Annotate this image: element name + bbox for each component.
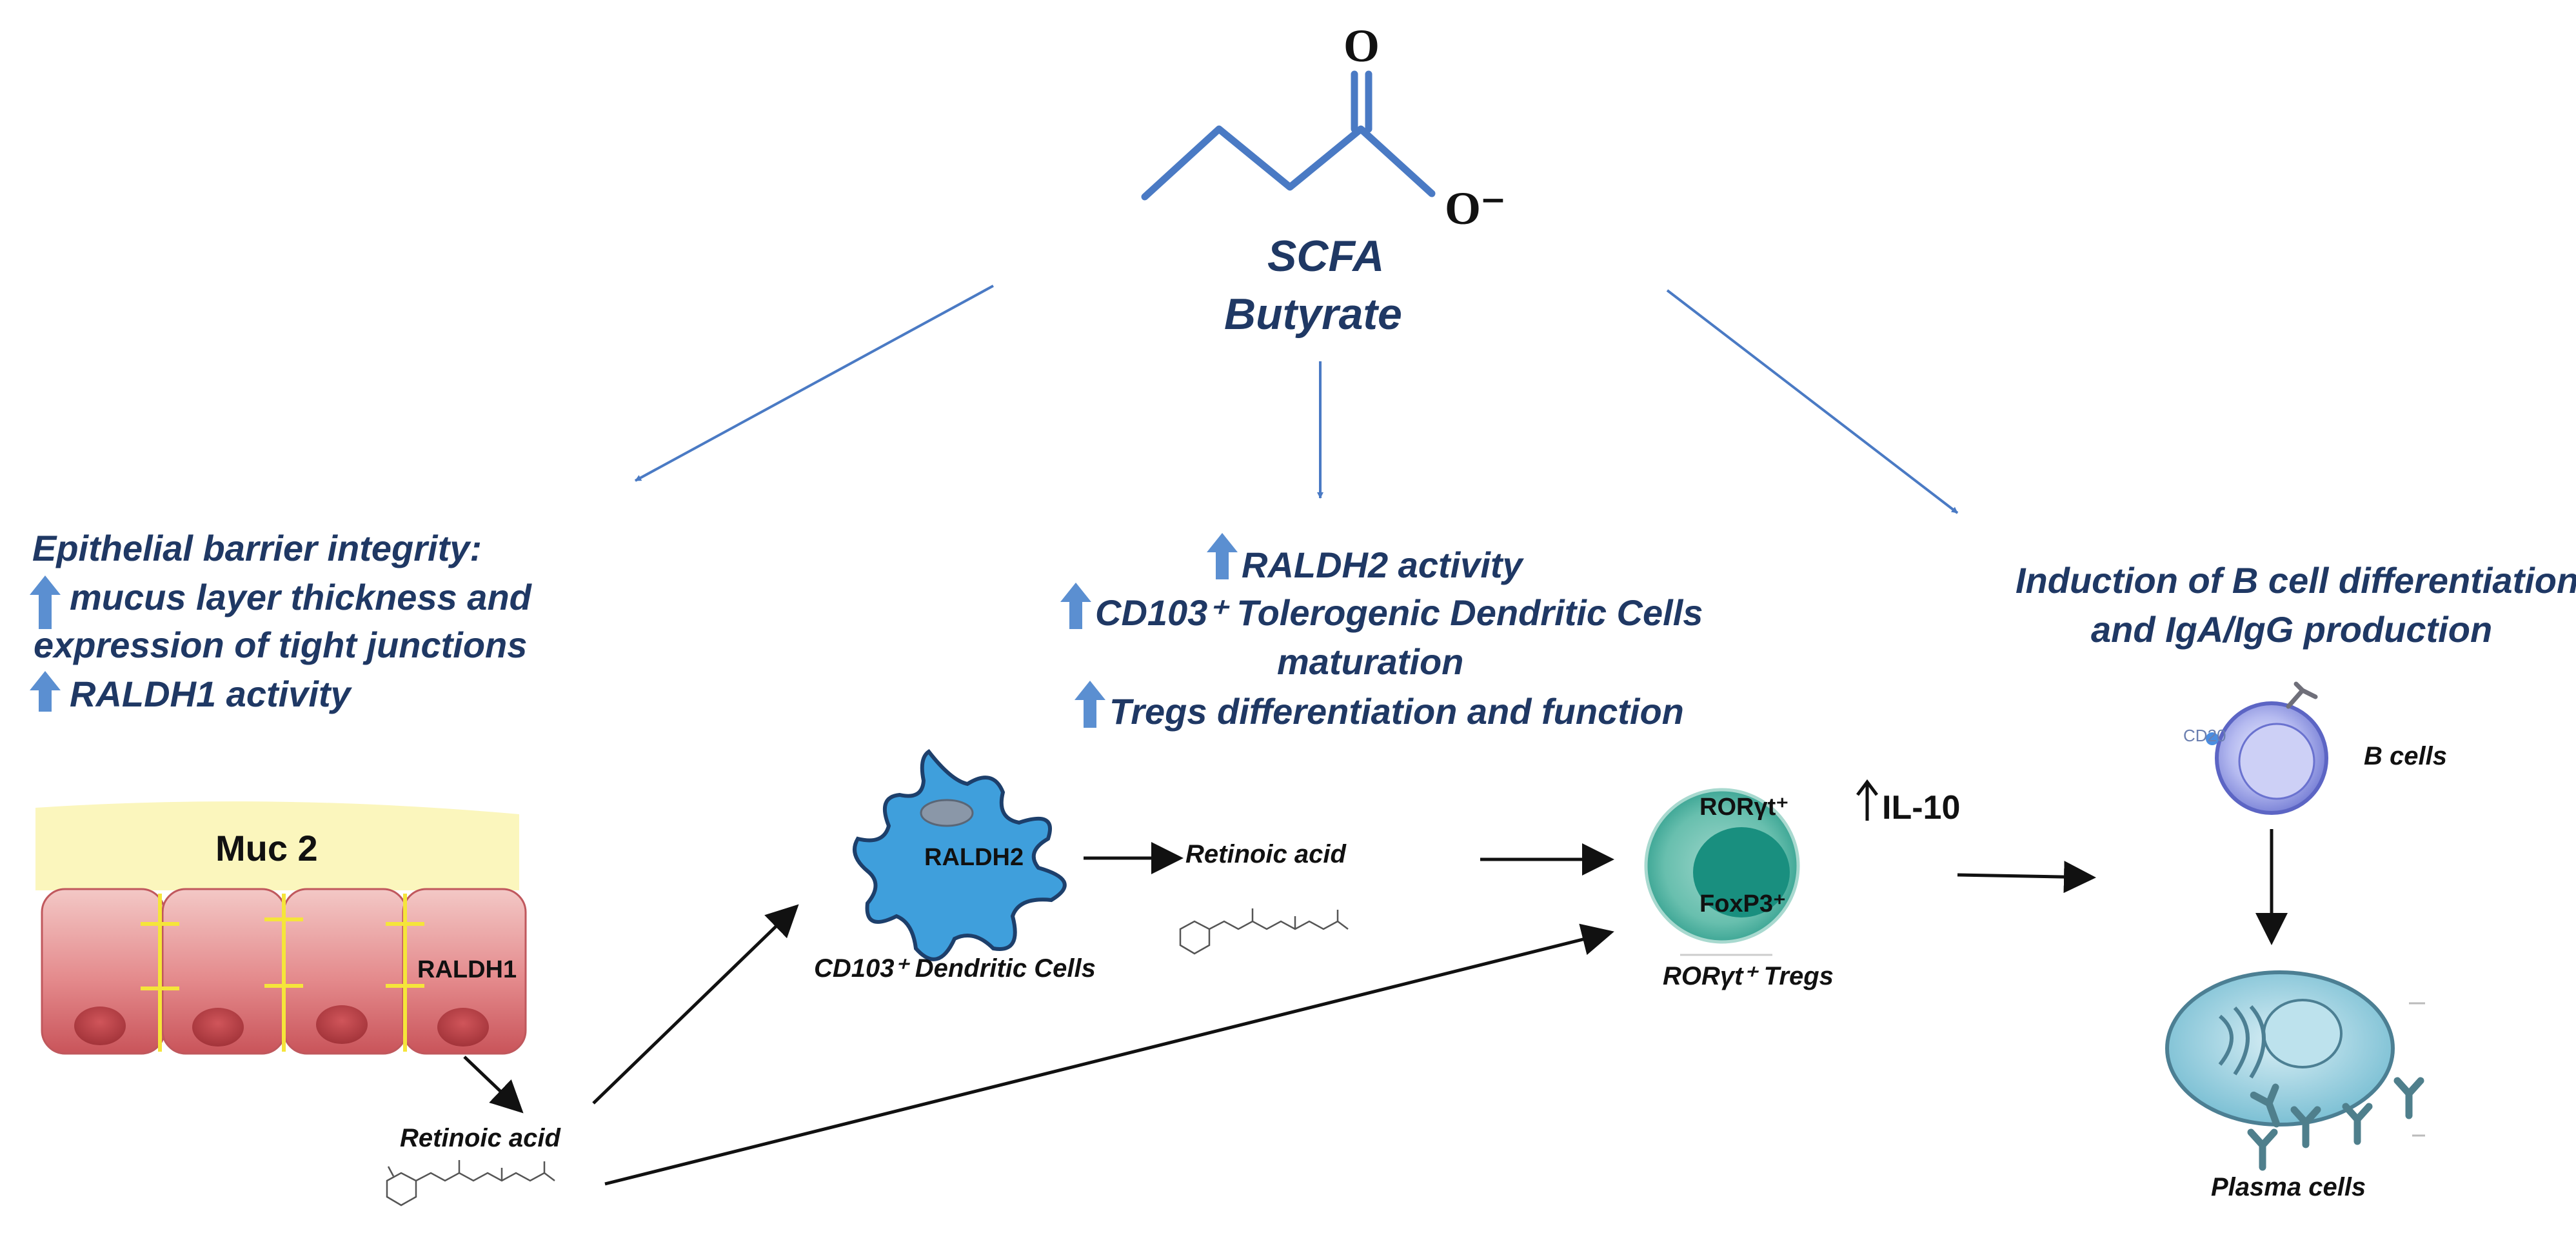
plasma-cell-label: Plasma cells: [2211, 1173, 2366, 1201]
raldh2-label: RALDH2: [924, 844, 1024, 871]
bcell-induction-line2: and IgA/IgG production: [2091, 609, 2493, 650]
cd20-label: CD20: [2183, 726, 2226, 745]
retinoic-acid-label-center: Retinoic acid: [1185, 840, 1346, 868]
epithelial-layer: [41, 888, 527, 1055]
b-cell: [2206, 681, 2328, 815]
epithelial-line1: mucus layer thickness and: [70, 577, 531, 617]
butyrate-label: Butyrate: [1224, 290, 1402, 339]
tregs-differentiation: Tregs differentiation and function: [1109, 691, 1684, 732]
arrow-treg-to-bcell: [1957, 861, 2096, 894]
butyrate-molecule: [1141, 70, 1436, 201]
mucus-layer: [35, 801, 519, 890]
retinoic-acid-structure: [1179, 908, 1349, 955]
up-arrow-icon: [1856, 779, 1878, 821]
treg-label: RORγt⁺ Tregs: [1663, 962, 1834, 990]
foxp3-marker: FoxP3⁺: [1699, 890, 1787, 917]
arrow-ra-to-treg: [604, 923, 1614, 1186]
oxygen-label: O: [1343, 20, 1380, 72]
oxide-label: O⁻: [1445, 183, 1506, 234]
raldh1-label: RALDH1: [417, 956, 517, 983]
arrow-raldh1-to-ra: [463, 1056, 524, 1114]
up-arrow-icon: [30, 576, 61, 629]
rorgt-marker: RORγt⁺: [1699, 794, 1789, 821]
up-arrow-icon: [1207, 533, 1238, 579]
plasma-cell: [2165, 970, 2425, 1167]
arrow-to-bcell: [1666, 289, 1959, 514]
arrow-ra-to-dc: [592, 904, 799, 1105]
raldh2-activity: RALDH2 activity: [1242, 545, 1523, 585]
up-arrow-icon: [1060, 583, 1091, 629]
epithelial-heading: Epithelial barrier integrity:: [32, 528, 482, 568]
maturation-label: maturation: [1277, 641, 1464, 682]
up-arrow-icon: [1075, 681, 1105, 728]
arrow-to-epithelium: [635, 285, 994, 482]
scfa-label: SCFA: [1267, 232, 1385, 281]
muc2-label: Muc 2: [215, 828, 318, 868]
cd103-dc-maturation: CD103⁺ Tolerogenic Dendritic Cells: [1095, 592, 1703, 633]
bcell-induction-line1: Induction of B cell differentiation: [2016, 560, 2576, 601]
dendritic-cell: [853, 748, 1067, 961]
epithelial-line2: expression of tight junctions: [34, 625, 528, 665]
treg-cell: [1644, 788, 1800, 956]
retinoic-acid-label-left: Retinoic acid: [400, 1124, 560, 1152]
il10-label: IL-10: [1882, 789, 1961, 826]
bcell-label: B cells: [2364, 742, 2447, 770]
epithelial-line3: RALDH1 activity: [70, 674, 351, 714]
dc-label: CD103⁺ Dendritic Cells: [814, 954, 1096, 983]
retinoic-acid-structure: [386, 1160, 555, 1207]
up-arrow-icon: [30, 671, 61, 712]
